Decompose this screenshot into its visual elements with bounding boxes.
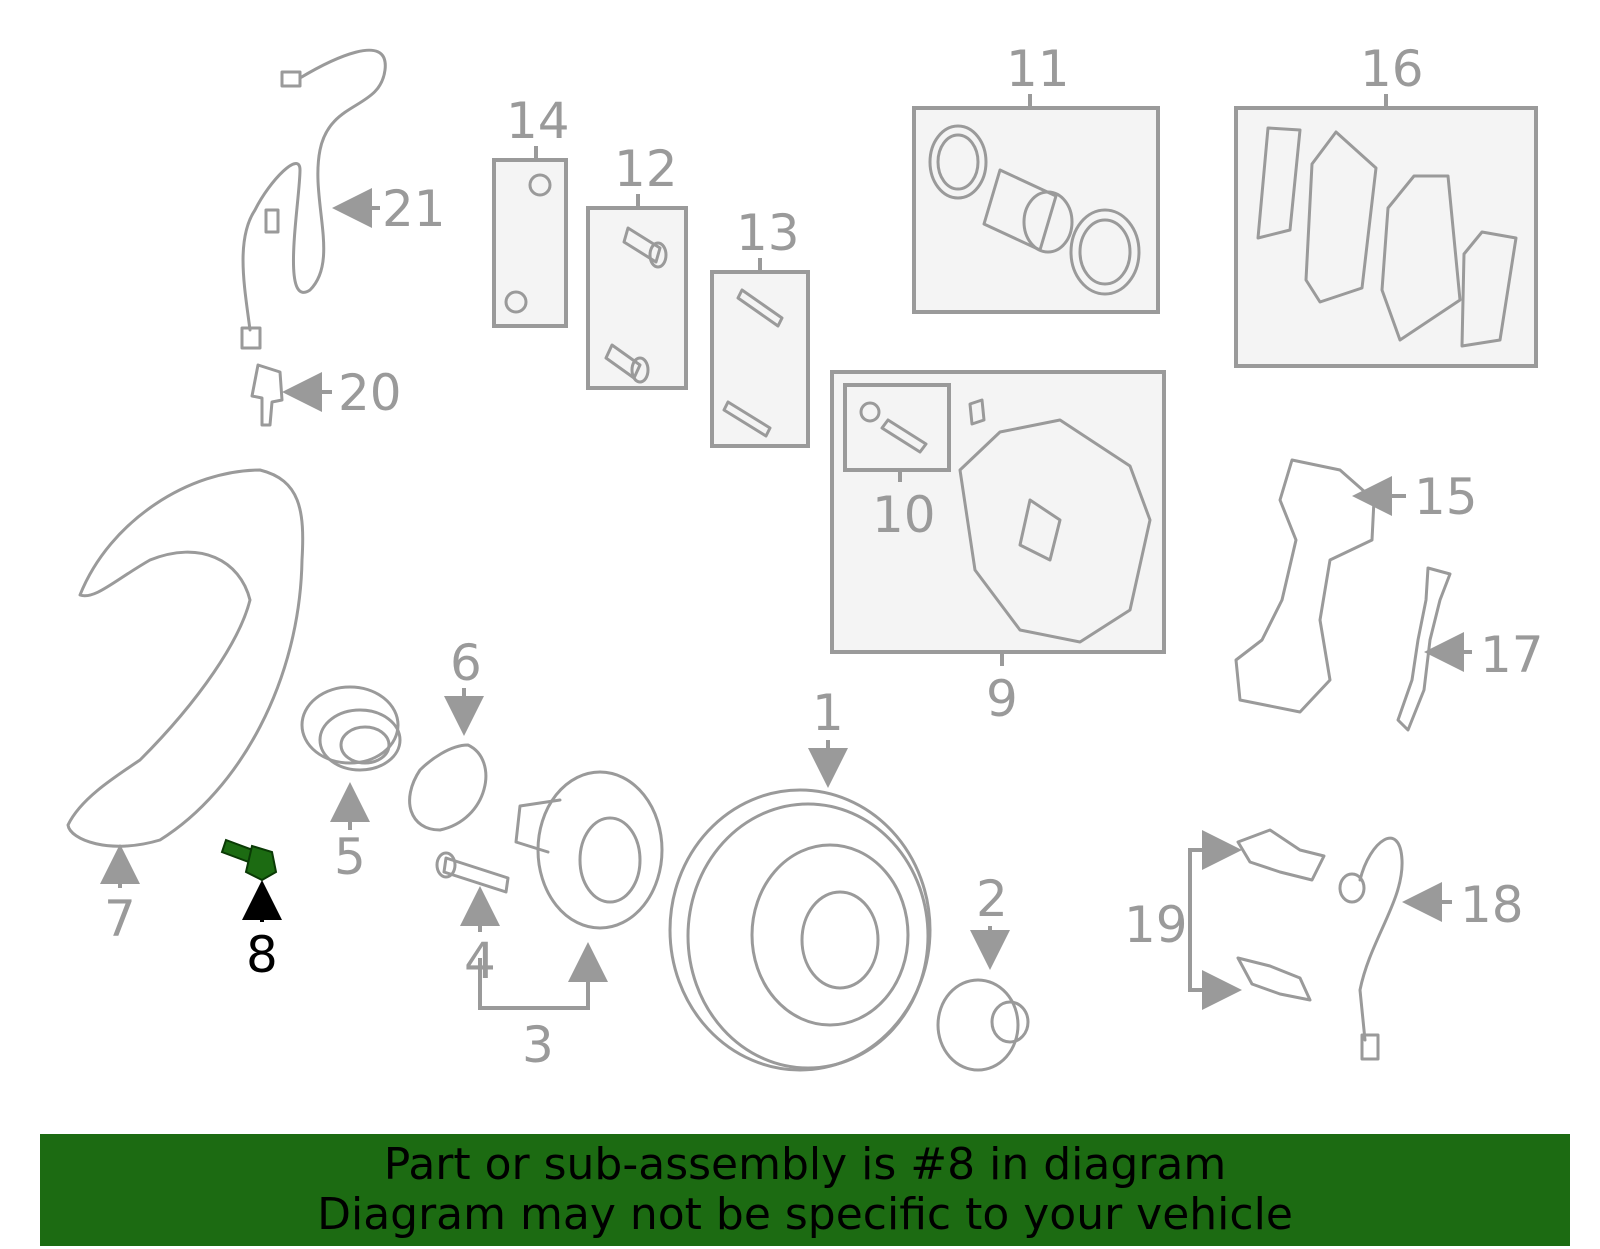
guide-bushing-kit-box[interactable] bbox=[586, 206, 688, 390]
brake-rotor-part[interactable] bbox=[668, 788, 932, 1072]
callout-3[interactable]: 3 bbox=[522, 1016, 554, 1074]
dust-shield-part[interactable] bbox=[66, 468, 305, 848]
parts-diagram: 21 20 14 12 13 11 16 10 9 15 17 18 19 6 … bbox=[66, 40, 1544, 1074]
callout-7[interactable]: 7 bbox=[104, 890, 136, 948]
callout-21[interactable]: 21 bbox=[382, 180, 446, 238]
wheel-stud-part[interactable] bbox=[435, 851, 510, 894]
callout-18[interactable]: 18 bbox=[1460, 876, 1524, 934]
wheel-bearing-part[interactable] bbox=[300, 685, 402, 772]
banner-line-1: Part or sub-assembly is #8 in diagram bbox=[383, 1139, 1227, 1190]
guide-pin-kit-box[interactable] bbox=[710, 270, 810, 448]
guide-pin-boot-kit-box[interactable] bbox=[492, 158, 568, 328]
callout-15[interactable]: 15 bbox=[1414, 468, 1478, 526]
callout-11[interactable]: 11 bbox=[1006, 40, 1070, 98]
anti-rattle-spring-part[interactable] bbox=[1396, 566, 1452, 732]
banner-line-2: Diagram may not be specific to your vehi… bbox=[317, 1189, 1293, 1240]
callout-13[interactable]: 13 bbox=[736, 204, 800, 262]
callout-2[interactable]: 2 bbox=[976, 870, 1008, 928]
leader-lines bbox=[100, 94, 1472, 1010]
callout-4[interactable]: 4 bbox=[464, 932, 496, 990]
callout-20[interactable]: 20 bbox=[338, 364, 402, 422]
caliper-bracket-part[interactable] bbox=[1234, 458, 1376, 714]
abs-sensor-harness-part[interactable] bbox=[240, 48, 387, 427]
callout-9[interactable]: 9 bbox=[986, 670, 1018, 728]
shield-bolt-part-highlighted[interactable] bbox=[220, 838, 278, 882]
snap-ring-part[interactable] bbox=[408, 743, 488, 832]
brake-pad-set-box[interactable] bbox=[1234, 106, 1538, 368]
pad-clip-set-part[interactable] bbox=[1236, 828, 1326, 1002]
brake-hose-part[interactable] bbox=[1338, 836, 1404, 1061]
callout-1[interactable]: 1 bbox=[812, 684, 844, 742]
callout-6[interactable]: 6 bbox=[450, 634, 482, 692]
caliper-assembly-box[interactable] bbox=[830, 370, 1166, 654]
hub-part[interactable] bbox=[514, 770, 664, 930]
callout-10[interactable]: 10 bbox=[872, 486, 936, 544]
hub-nut-part[interactable] bbox=[936, 978, 1030, 1072]
callout-17[interactable]: 17 bbox=[1480, 626, 1544, 684]
caliper-seal-kit-box[interactable] bbox=[912, 106, 1160, 314]
callout-12[interactable]: 12 bbox=[614, 140, 678, 198]
callout-14[interactable]: 14 bbox=[506, 92, 570, 150]
callout-labels: 21 20 14 12 13 11 16 10 9 15 17 18 19 6 … bbox=[104, 40, 1544, 1074]
callout-5[interactable]: 5 bbox=[334, 828, 366, 886]
callout-8[interactable]: 8 bbox=[246, 926, 278, 984]
callout-16[interactable]: 16 bbox=[1360, 40, 1424, 98]
callout-19[interactable]: 19 bbox=[1124, 896, 1188, 954]
info-banner: Part or sub-assembly is #8 in diagram Di… bbox=[40, 1134, 1570, 1246]
